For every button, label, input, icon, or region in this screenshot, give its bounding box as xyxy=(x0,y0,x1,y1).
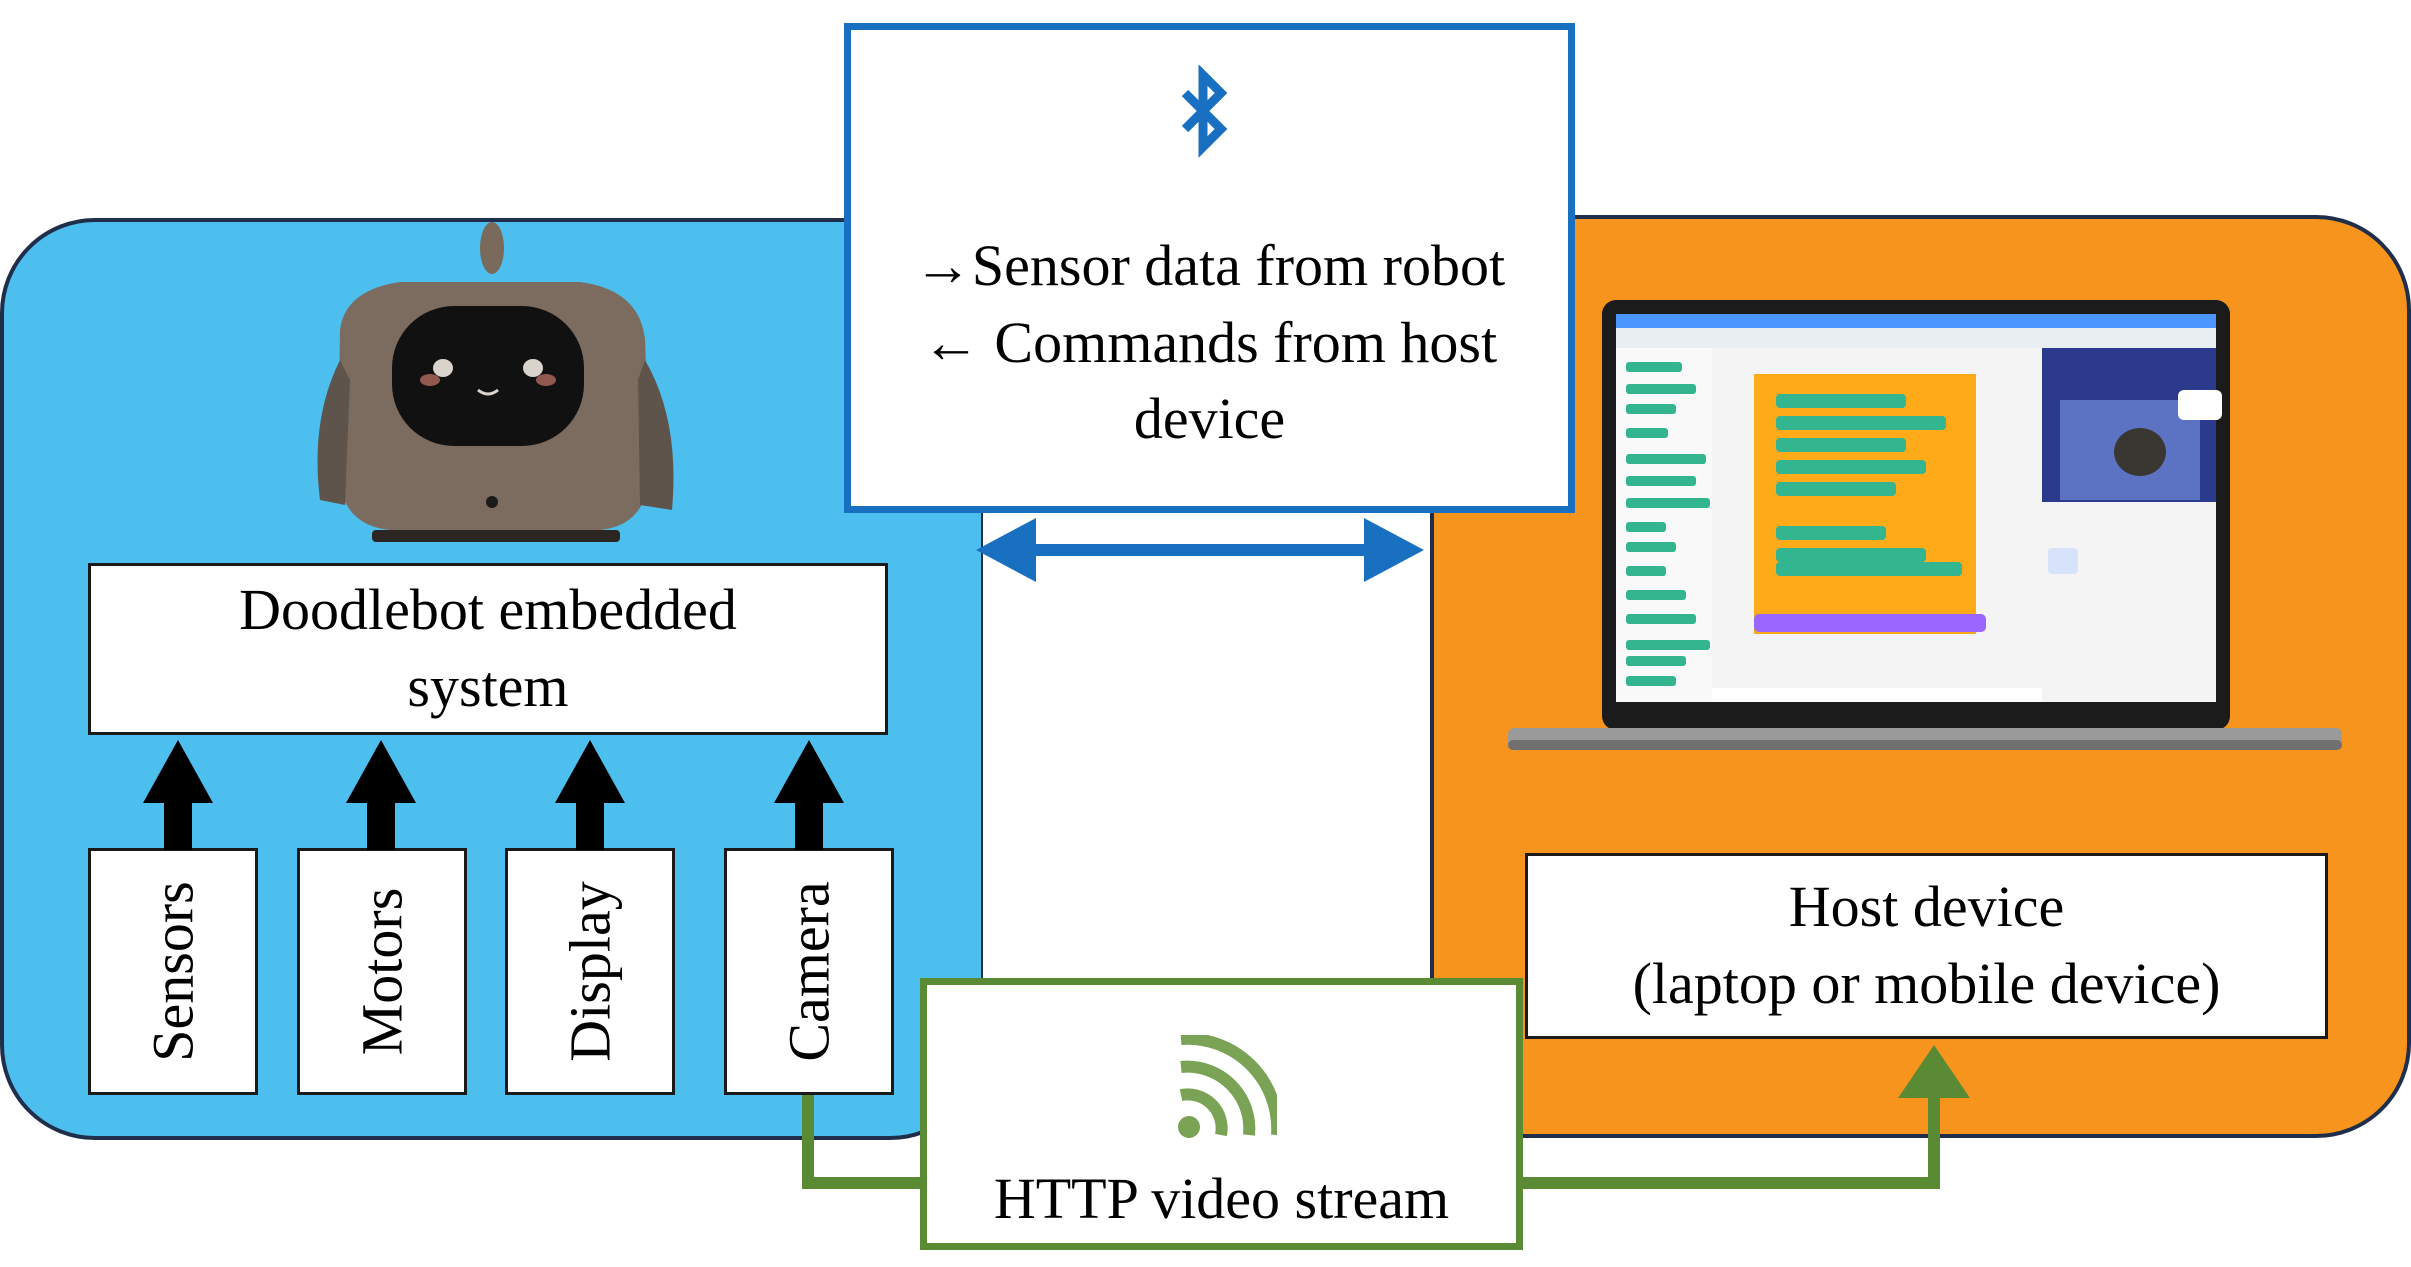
display-arrow-head xyxy=(555,740,625,803)
bluetooth-double-arrow xyxy=(976,518,1424,582)
wifi-signal-icon xyxy=(1178,1035,1277,1138)
laptop-illustration xyxy=(1508,300,2342,750)
bluetooth-icon xyxy=(1181,65,1228,158)
motors-arrow-head xyxy=(346,740,416,803)
embedded-system-box: Doodlebot embedded system xyxy=(88,563,888,735)
http-arrow-head xyxy=(1898,1045,1970,1098)
embedded-system-label: Doodlebot embedded system xyxy=(239,577,737,719)
host-device-box: Host device (laptop or mobile device) xyxy=(1525,853,2328,1039)
camera-arrow-head xyxy=(774,740,844,803)
sensors-box: Sensors xyxy=(88,848,258,1095)
sensors-arrow-head xyxy=(143,740,213,803)
motors-box: Motors xyxy=(297,848,467,1095)
component-arrows xyxy=(143,740,844,850)
camera-box: Camera xyxy=(724,848,894,1095)
sensors-arrow-shaft xyxy=(164,800,192,850)
http-stream-path xyxy=(802,1090,1940,1189)
display-box: Display xyxy=(505,848,675,1095)
http-box: HTTP video stream xyxy=(920,978,1523,1250)
host-device-label: Host device (laptop or mobile device) xyxy=(1632,874,2221,1016)
bluetooth-text: →Sensor data from robot ← Commands from … xyxy=(913,233,1506,452)
doodlebot-robot-image xyxy=(317,222,674,542)
camera-arrow-shaft xyxy=(795,800,823,850)
bluetooth-box: →Sensor data from robot ← Commands from … xyxy=(844,23,1575,513)
motors-arrow-shaft xyxy=(367,800,395,850)
http-text: HTTP video stream xyxy=(993,1166,1450,1231)
display-arrow-shaft xyxy=(576,800,604,850)
